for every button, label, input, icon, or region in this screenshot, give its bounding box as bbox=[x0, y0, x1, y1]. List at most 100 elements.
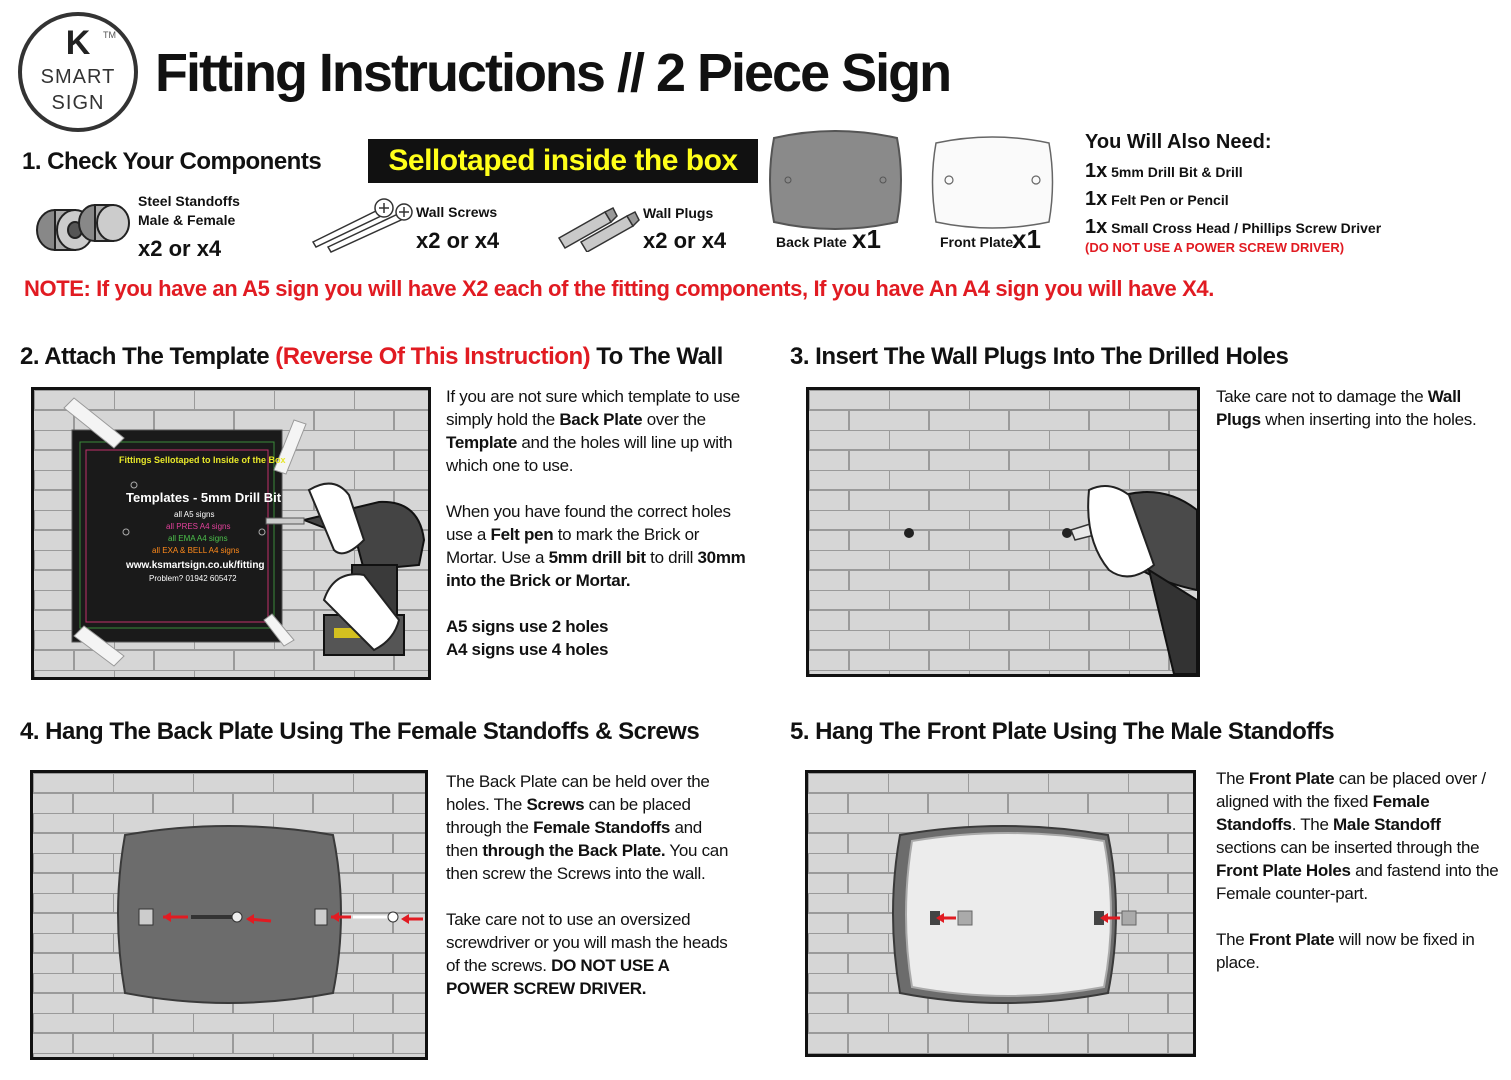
step4-p1-t4: and then bbox=[446, 818, 702, 860]
step2-a5-holes: A5 signs use 2 holes bbox=[446, 617, 609, 636]
plugs-label: Wall Plugs bbox=[643, 205, 714, 221]
also-need-text-3: Small Cross Head / Phillips Screw Driver bbox=[1111, 220, 1382, 236]
step5-text: The Front Plate can be placed over / ali… bbox=[1216, 767, 1501, 974]
step2-p2-t0: When you have found the correct holes us… bbox=[446, 502, 731, 544]
brand-logo: K TM SMART SIGN bbox=[18, 12, 138, 132]
step2-paragraph-1: If you are not sure which template to us… bbox=[446, 385, 746, 477]
step4-p2-t0: Take care not to use an oversized screwd… bbox=[446, 910, 728, 975]
note-text: NOTE: If you have an A5 sign you will ha… bbox=[24, 276, 1214, 301]
step5-p1-t7: Front Plate Holes bbox=[1216, 861, 1351, 880]
step3-p1-t2: when inserting into the holes. bbox=[1260, 410, 1477, 429]
also-need-count-3: 1x bbox=[1085, 216, 1108, 238]
step5-p1-t0: The bbox=[1216, 769, 1249, 788]
step4-text: The Back Plate can be held over the hole… bbox=[446, 770, 736, 1000]
step2-text: If you are not sure which template to us… bbox=[446, 385, 746, 661]
screws-icon bbox=[308, 192, 413, 254]
step4-p1-t6: You can then screw the Screws into the w… bbox=[446, 841, 729, 883]
step4-p1-t5: through the Back Plate. bbox=[482, 841, 666, 860]
step5-p1-t6: sections can be inserted through the bbox=[1216, 838, 1480, 857]
template-line6: all EXA & BELL A4 signs bbox=[152, 546, 240, 555]
step3-p1-t0: Take care not to damage the bbox=[1216, 387, 1428, 406]
also-need-warning: (DO NOT USE A POWER SCREW DRIVER) bbox=[1085, 240, 1345, 255]
logo-line2: SIGN bbox=[51, 92, 105, 114]
step2-heading-red: (Reverse Of This Instruction) bbox=[275, 343, 591, 370]
step5-p2-t1: Front Plate bbox=[1248, 930, 1335, 949]
template-phone: Problem? 01942 605472 bbox=[149, 574, 237, 583]
step4-p1-t0: The Back Plate can be held over the hole… bbox=[446, 772, 710, 814]
step5-p2-t0: The bbox=[1216, 930, 1249, 949]
template-url: www.ksmartsign.co.uk/fitting bbox=[126, 560, 265, 571]
front-plate-label: Front Plate bbox=[940, 234, 1014, 250]
step3-illustration bbox=[806, 387, 1200, 677]
step2-p2-t5: 30mm into the Brick or Mortar. bbox=[446, 548, 746, 590]
front-plate-icon bbox=[930, 135, 1055, 230]
step1-heading: 1. Check Your Components bbox=[22, 148, 322, 175]
step2-illustration: Fittings Sellotaped to Inside of the Box… bbox=[31, 387, 431, 680]
plugs-icon bbox=[555, 200, 640, 254]
screws-qty: x2 or x4 bbox=[416, 228, 500, 253]
step2-p1-t3: Template bbox=[446, 433, 517, 452]
step2-paragraph-2: When you have found the correct holes us… bbox=[446, 500, 746, 592]
template-line1: Fittings Sellotaped to Inside of the Box bbox=[119, 455, 286, 465]
logo-letter: K bbox=[65, 24, 91, 62]
logo-line1: SMART bbox=[40, 66, 116, 88]
back-plate-label: Back Plate bbox=[776, 234, 847, 250]
step3-heading: 3. Insert The Wall Plugs Into The Drille… bbox=[790, 343, 1289, 370]
front-plate-qty: x1 bbox=[1012, 224, 1041, 254]
standoffs-label-2: Male & Female bbox=[138, 212, 236, 228]
step2-p1-t1: Back Plate bbox=[559, 410, 643, 429]
step2-p2-t2: to mark the Brick or Mortar. Use a bbox=[446, 525, 700, 567]
step2-p2-t4: to drill bbox=[645, 548, 698, 567]
step5-p1-t5: Male Standoff bbox=[1333, 815, 1441, 834]
step5-p1-t1: Front Plate bbox=[1248, 769, 1335, 788]
also-need-count-1: 1x bbox=[1085, 160, 1108, 182]
also-need-item-3: 1x Small Cross Head / Phillips Screw Dri… bbox=[1085, 216, 1381, 239]
step2-p1-t0: If you are not sure which template to us… bbox=[446, 387, 740, 429]
template-line4: all PRES A4 signs bbox=[166, 522, 231, 531]
step5-heading: 5. Hang The Front Plate Using The Male S… bbox=[790, 718, 1335, 745]
step3-text: Take care not to damage the Wall Plugs w… bbox=[1216, 385, 1501, 454]
step2-heading: 2. Attach The Template (Reverse Of This … bbox=[20, 343, 723, 371]
step2-p1-t4: and the holes will line up with which on… bbox=[446, 433, 733, 475]
also-need-count-2: 1x bbox=[1085, 188, 1108, 210]
step2-p2-t1: Felt pen bbox=[490, 525, 554, 544]
standoffs-label-1: Steel Standoffs bbox=[138, 193, 240, 209]
page-title: Fitting Instructions // 2 Piece Sign bbox=[155, 43, 952, 103]
step5-paragraph-1: The Front Plate can be placed over / ali… bbox=[1216, 767, 1501, 905]
also-need-item-1: 1x 5mm Drill Bit & Drill bbox=[1085, 160, 1243, 183]
step4-heading: 4. Hang The Back Plate Using The Female … bbox=[20, 718, 700, 745]
step4-paragraph-2: Take care not to use an oversized screwd… bbox=[446, 908, 736, 1000]
step2-a4-holes: A4 signs use 4 holes bbox=[446, 640, 609, 659]
also-need-title: You Will Also Need: bbox=[1085, 131, 1272, 153]
also-need-text-1: 5mm Drill Bit & Drill bbox=[1111, 164, 1243, 180]
step5-p1-t3: Female Standoffs bbox=[1216, 792, 1430, 834]
step4-p1-t3: Female Standoffs bbox=[533, 818, 671, 837]
step5-p1-t4: . The bbox=[1291, 815, 1334, 834]
step2-heading-a: 2. Attach The Template bbox=[20, 343, 276, 370]
screws-label: Wall Screws bbox=[416, 204, 498, 220]
step5-p2-t2: will now be fixed in place. bbox=[1216, 930, 1475, 972]
step2-p1-t2: over the bbox=[642, 410, 706, 429]
template-line2: Templates - 5mm Drill Bit bbox=[126, 490, 282, 505]
plugs-qty: x2 or x4 bbox=[643, 228, 727, 253]
step2-p2-t3: 5mm drill bit bbox=[548, 548, 646, 567]
step3-paragraph-1: Take care not to damage the Wall Plugs w… bbox=[1216, 385, 1501, 431]
step5-p1-t2: can be placed over / aligned with the fi… bbox=[1216, 769, 1486, 811]
step4-p1-t1: Screws bbox=[526, 795, 585, 814]
template-line5: all EMA A4 signs bbox=[168, 534, 228, 543]
also-need-text-2: Felt Pen or Pencil bbox=[1111, 192, 1229, 208]
step5-illustration bbox=[805, 770, 1196, 1057]
step4-paragraph-1: The Back Plate can be held over the hole… bbox=[446, 770, 736, 885]
step4-p2-t1: DO NOT USE A POWER SCREW DRIVER. bbox=[446, 956, 670, 998]
standoffs-icon bbox=[30, 195, 140, 255]
sellotaped-banner: Sellotaped inside the box bbox=[368, 139, 758, 183]
back-plate-icon bbox=[768, 130, 903, 230]
step2-heading-b: To The Wall bbox=[590, 343, 723, 370]
standoffs-qty: x2 or x4 bbox=[138, 236, 222, 261]
back-plate-qty: x1 bbox=[852, 224, 881, 254]
template-line3: all A5 signs bbox=[174, 510, 215, 519]
step4-p1-t2: can be placed through the bbox=[446, 795, 691, 837]
step4-illustration bbox=[30, 770, 428, 1060]
step3-p1-t1: Wall Plugs bbox=[1216, 387, 1461, 429]
step5-p1-t8: and fastend into the Female counter-part… bbox=[1216, 861, 1499, 903]
